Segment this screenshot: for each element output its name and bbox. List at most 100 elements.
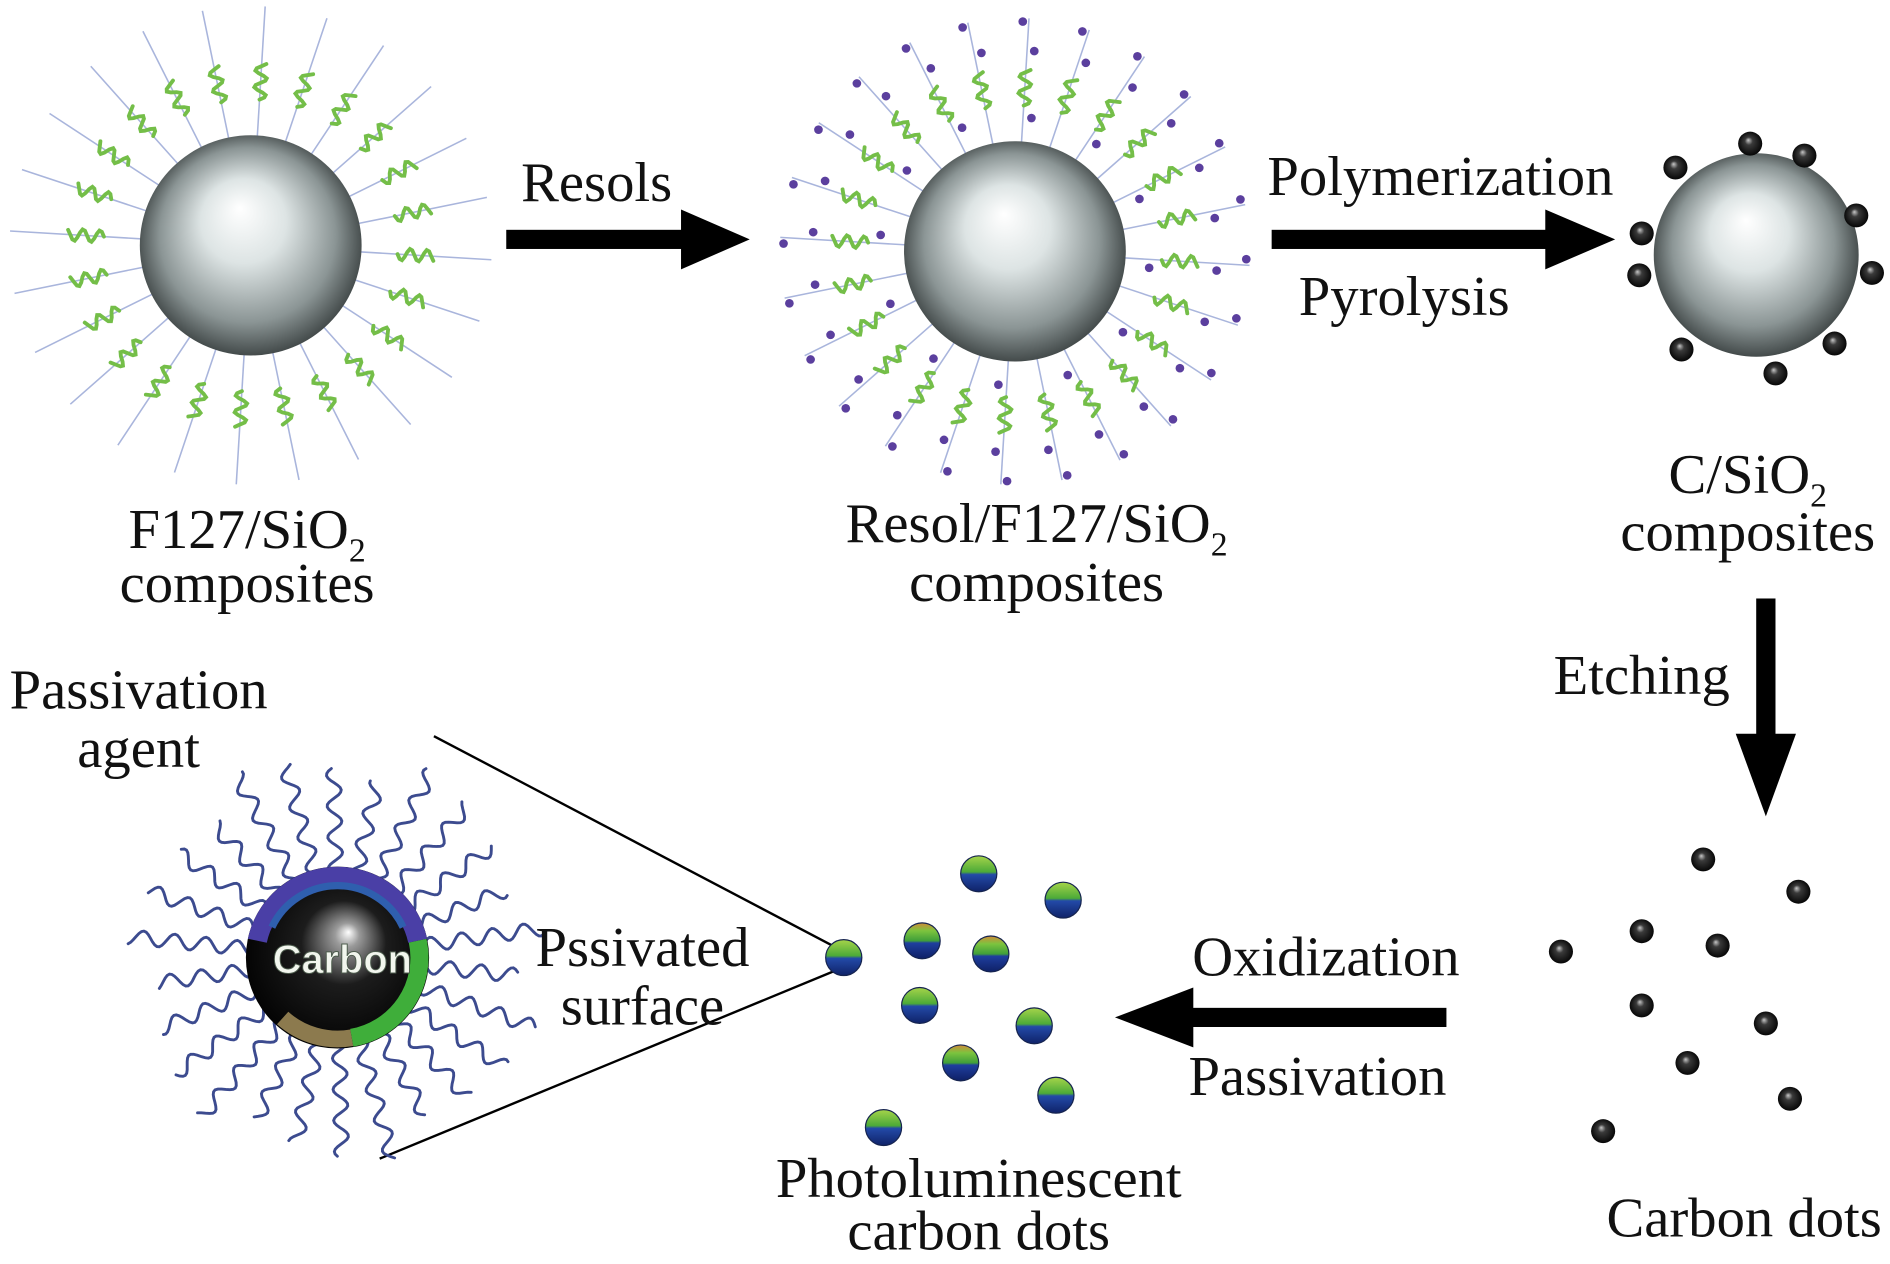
hydrophobic-block [232, 389, 250, 429]
photoluminescent-label-line1: Photoluminescent [776, 1148, 1182, 1210]
passivation-chain [424, 960, 520, 982]
zoom-line-bottom [379, 966, 845, 1160]
passivated-surface-ring [247, 866, 429, 1048]
passivation-chain [356, 1039, 397, 1160]
passivation-chain [419, 889, 509, 929]
photoluminescent-dot [1037, 1076, 1075, 1114]
hydrophobic-block [392, 202, 434, 224]
resol-molecule [1128, 83, 1137, 92]
carbon-dots-cluster [1548, 847, 1811, 1144]
resol-molecule [1002, 476, 1012, 486]
resol-molecule [1044, 445, 1053, 455]
zoom-line-top [433, 735, 845, 953]
carbon-dot [1792, 143, 1817, 168]
surface-band-top [247, 866, 428, 943]
hydrophobic-block [108, 338, 143, 369]
carbon-dot [1627, 263, 1652, 288]
photoluminescent-dot [1015, 1007, 1053, 1045]
resol-molecule [1018, 17, 1028, 26]
carbon-dot [1786, 879, 1811, 904]
hydrophobic-block [292, 72, 316, 109]
hydrophobic-block [872, 344, 907, 375]
resols-arrow [506, 209, 750, 270]
hydrophobic-block [380, 160, 419, 186]
photoluminescent-dot [903, 922, 941, 960]
passivation-chain [325, 767, 345, 871]
hydrophobic-block [1057, 78, 1080, 115]
etching-arrow [1735, 598, 1796, 817]
hydrophobic-block [68, 267, 109, 289]
hydrophobic-block [388, 287, 426, 310]
f127-silica-subscript: 2 [349, 532, 366, 569]
hydrophobic-block [928, 84, 955, 123]
resol-molecule [1081, 58, 1091, 68]
passivation-chain [418, 985, 537, 1029]
photoluminescent-dot [864, 1108, 903, 1147]
passivation-chain [196, 1019, 279, 1115]
surfactant-chain [142, 30, 203, 150]
hydrophobic-block [76, 181, 114, 204]
passivation-chain [161, 990, 258, 1036]
passivation-chain [412, 844, 493, 913]
surfactant-chain [358, 251, 492, 261]
carbon-dot [1763, 361, 1788, 386]
hydrophobic-block [847, 311, 886, 337]
resol-molecule [991, 447, 1000, 456]
passivation-chain [376, 767, 431, 880]
passivation-chain [126, 929, 250, 956]
resol-molecule [1200, 317, 1210, 327]
surfactant-chain [49, 112, 161, 187]
resol-molecule [994, 380, 1003, 389]
carbon-silica-label-line2: composites [1620, 502, 1875, 564]
hydrophobic-block [891, 110, 922, 144]
hydrophobic-block [861, 145, 895, 173]
resol-molecule [939, 435, 949, 445]
carbon-dot [1663, 155, 1688, 180]
carbon-dot [1629, 993, 1654, 1018]
passivation-chain [350, 779, 382, 872]
hydrophobic-block [186, 381, 209, 419]
passivation-chain [394, 1022, 473, 1095]
resol-molecule [845, 130, 855, 139]
hydrophobic-block [1016, 68, 1034, 108]
passivation-chain [174, 1005, 265, 1078]
f127-surfactant-corona [10, 6, 492, 485]
passivation-chain [235, 770, 299, 881]
resol-molecule [1119, 449, 1129, 459]
resol-molecule [1214, 138, 1224, 148]
hydrophobic-block [164, 78, 190, 117]
hydrophobic-block [1159, 252, 1200, 270]
pyrolysis-step-label: Pyrolysis [1299, 266, 1510, 328]
resol-molecule [852, 79, 862, 88]
resol-molecule [1207, 368, 1216, 378]
photoluminescent-dot [825, 939, 863, 977]
resol-molecule [841, 404, 851, 413]
resol-molecule [810, 280, 820, 289]
resol-molecule [1241, 254, 1251, 264]
hydrophobic-block [1144, 165, 1183, 192]
hydrophobic-block [66, 227, 106, 245]
hydrophobic-block [840, 187, 878, 210]
passivation-chain [280, 762, 318, 875]
resol-molecule [902, 166, 912, 175]
surfactant-chain [340, 304, 453, 378]
hydrophobic-block [344, 352, 375, 387]
resol-molecule [892, 410, 902, 420]
hydrophobic-block [908, 370, 936, 404]
photoluminescent-dot [1044, 881, 1082, 919]
passivation-chain [423, 922, 547, 951]
hydrophobic-block [126, 104, 158, 139]
hydrophobic-block [82, 305, 122, 331]
photoluminescent-dot [972, 935, 1010, 973]
surfactant-chain [21, 168, 149, 213]
passivation-chain [146, 885, 255, 930]
carbon-dot [1859, 260, 1884, 285]
carbon-dot [1705, 933, 1730, 958]
passivation-agent-chains [126, 762, 547, 1160]
surfactant-chain [356, 196, 488, 225]
resol-molecule [808, 227, 818, 237]
hydrophobic-block [1135, 329, 1169, 358]
resol-f127-silica-label-line2: composites [909, 552, 1164, 614]
passivation-agent-label-line2: agent [77, 718, 200, 780]
resol-molecule [1175, 363, 1185, 373]
